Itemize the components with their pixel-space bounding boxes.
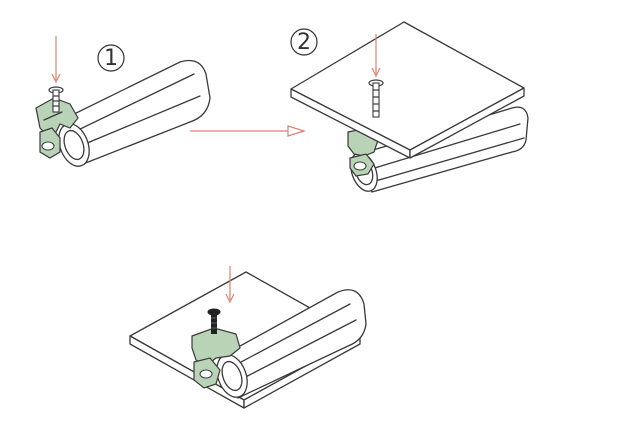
step-2-label: 2: [297, 30, 311, 55]
step-1-group: 1: [35, 36, 211, 167]
clamp-icon: [35, 97, 79, 159]
step-1-circle: [97, 44, 125, 72]
step-1-label: 1: [104, 46, 118, 71]
final-assembly-group: [129, 266, 367, 409]
arrow-icon: [225, 266, 235, 304]
screw-icon: [48, 86, 64, 113]
plate-icon: [290, 21, 525, 159]
step-2-group: 2: [290, 21, 529, 193]
screw-icon: [207, 308, 221, 334]
clamp-icon: [191, 327, 241, 389]
arrow-icon: [51, 36, 61, 84]
arrow-icon: [371, 34, 381, 78]
pipe-step-1: [58, 59, 211, 167]
step-2-circle: [290, 28, 318, 56]
pipe-final: [216, 289, 367, 399]
screw-icon: [368, 79, 384, 118]
step-transition-arrow: [190, 125, 307, 137]
